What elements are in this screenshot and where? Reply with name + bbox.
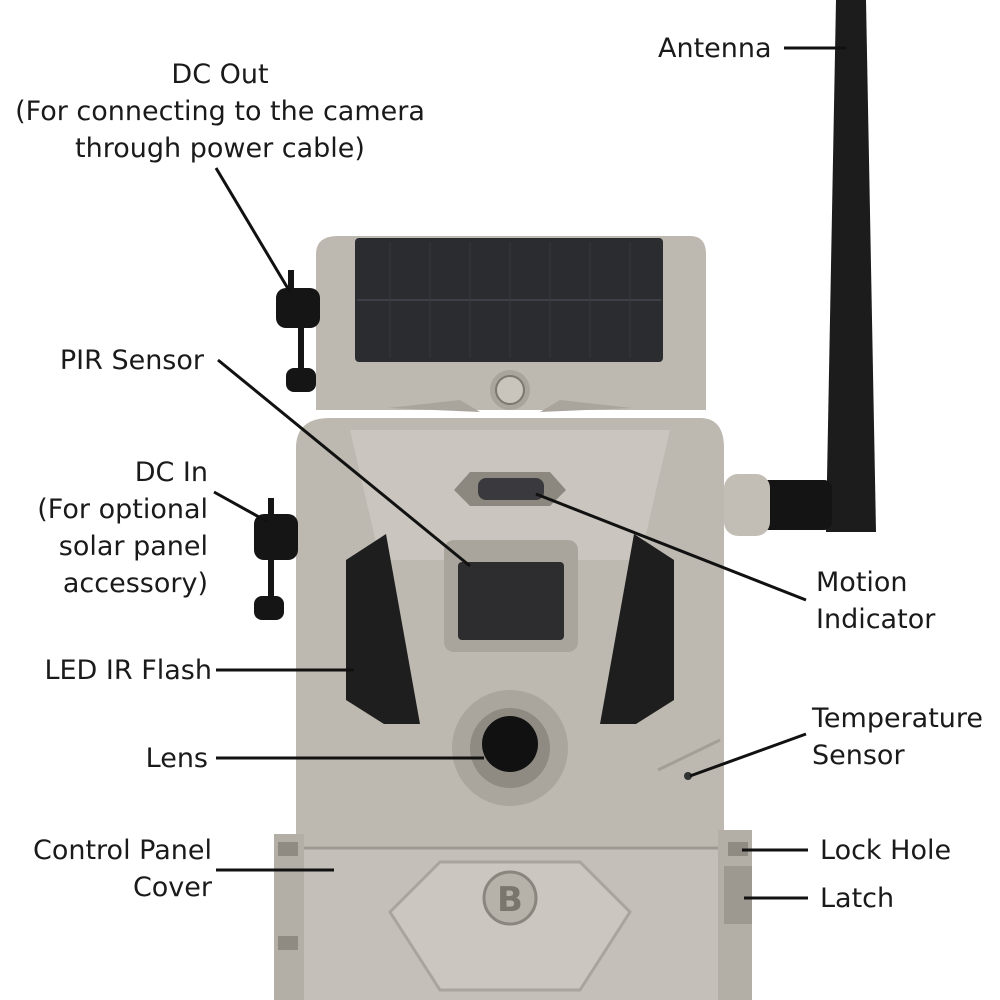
leader-lines <box>213 46 846 900</box>
antenna-rod <box>724 0 876 536</box>
label-dc-in: DC In (For optional solar panel accessor… <box>37 457 208 599</box>
led-ir-flash-left <box>346 534 420 724</box>
label-motion-indicator: Motion Indicator <box>816 567 936 635</box>
lock-hole <box>728 842 748 856</box>
label-control-panel-cover: Control Panel Cover <box>32 835 212 903</box>
solar-module <box>316 236 706 412</box>
lens-glass <box>482 716 538 772</box>
label-latch: Latch <box>820 883 895 914</box>
pir-sensor-window <box>458 562 564 640</box>
latch <box>724 866 752 924</box>
control-panel-cover: B <box>300 846 720 1000</box>
logo-letter: B <box>497 880 523 920</box>
label-temperature-sensor: Temperature Sensor <box>812 703 984 771</box>
label-pir-sensor: PIR Sensor <box>59 345 204 376</box>
label-led-ir-flash: LED IR Flash <box>44 655 212 686</box>
label-dc-out: DC Out (For connecting to the camera thr… <box>15 59 425 164</box>
side-clips <box>274 830 752 1000</box>
label-lock-hole: Lock Hole <box>820 835 952 866</box>
dc-out-plug <box>276 270 320 392</box>
led-ir-flash-right <box>600 534 674 724</box>
label-antenna: Antenna <box>658 33 772 64</box>
label-lens: Lens <box>145 743 208 774</box>
dc-in-plug <box>254 498 298 620</box>
temperature-sensor-dot <box>684 772 692 780</box>
